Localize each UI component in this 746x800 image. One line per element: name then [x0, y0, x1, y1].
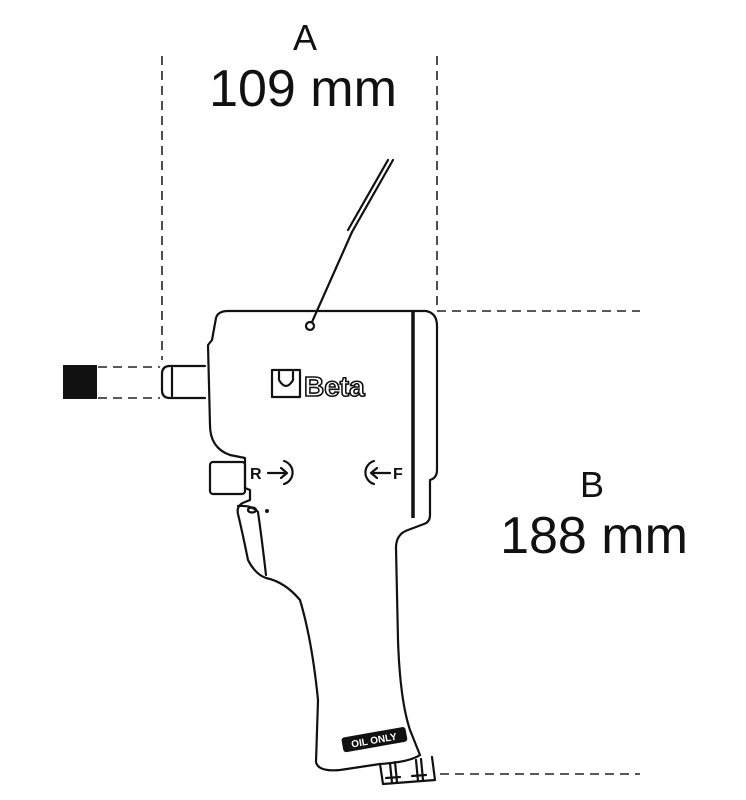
reverse-toggle-button — [208, 460, 247, 496]
trigger — [236, 504, 268, 577]
reverse-label: R — [250, 466, 262, 483]
forward-label: F — [393, 466, 403, 483]
arrow-left-icon — [369, 466, 392, 480]
square-drive-socket — [63, 365, 97, 399]
dimension-b-letter: B — [580, 464, 604, 505]
beta-logo: Beta — [270, 368, 366, 403]
anvil — [160, 364, 207, 400]
reverse-marking: R — [250, 459, 294, 486]
dimension-a-letter: A — [293, 17, 317, 58]
forward-marking: F — [364, 459, 403, 486]
tool-body-outline — [206, 309, 439, 772]
dimension-lines — [98, 56, 640, 775]
hanger-hook — [304, 158, 395, 332]
brand-text: Beta — [304, 371, 365, 402]
air-inlet-fitting — [378, 755, 437, 786]
dimension-a-value: 109 mm — [209, 60, 397, 118]
dimension-b-value: 188 mm — [500, 507, 688, 565]
oil-only-label: OIL ONLY — [341, 727, 408, 753]
arrow-right-icon — [266, 466, 289, 480]
